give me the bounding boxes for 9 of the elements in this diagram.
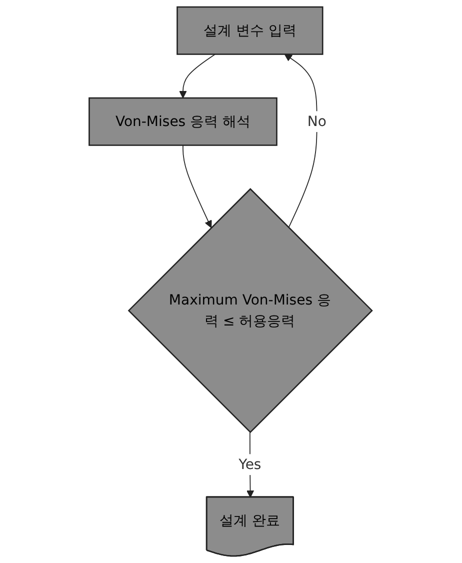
edge-label: No (308, 112, 327, 130)
node-box: Von-Mises 응력 해석 (88, 97, 278, 146)
node-box: 설계 변수 입력 (176, 6, 324, 55)
arrow (182, 144, 212, 228)
node-diamond: Maximum Von-Mises 응력 ≤ 허용응력 (128, 188, 374, 434)
arrow (284, 54, 318, 228)
arrow (180, 54, 216, 98)
edge-label: Yes (239, 456, 262, 472)
arrow (246, 432, 255, 498)
